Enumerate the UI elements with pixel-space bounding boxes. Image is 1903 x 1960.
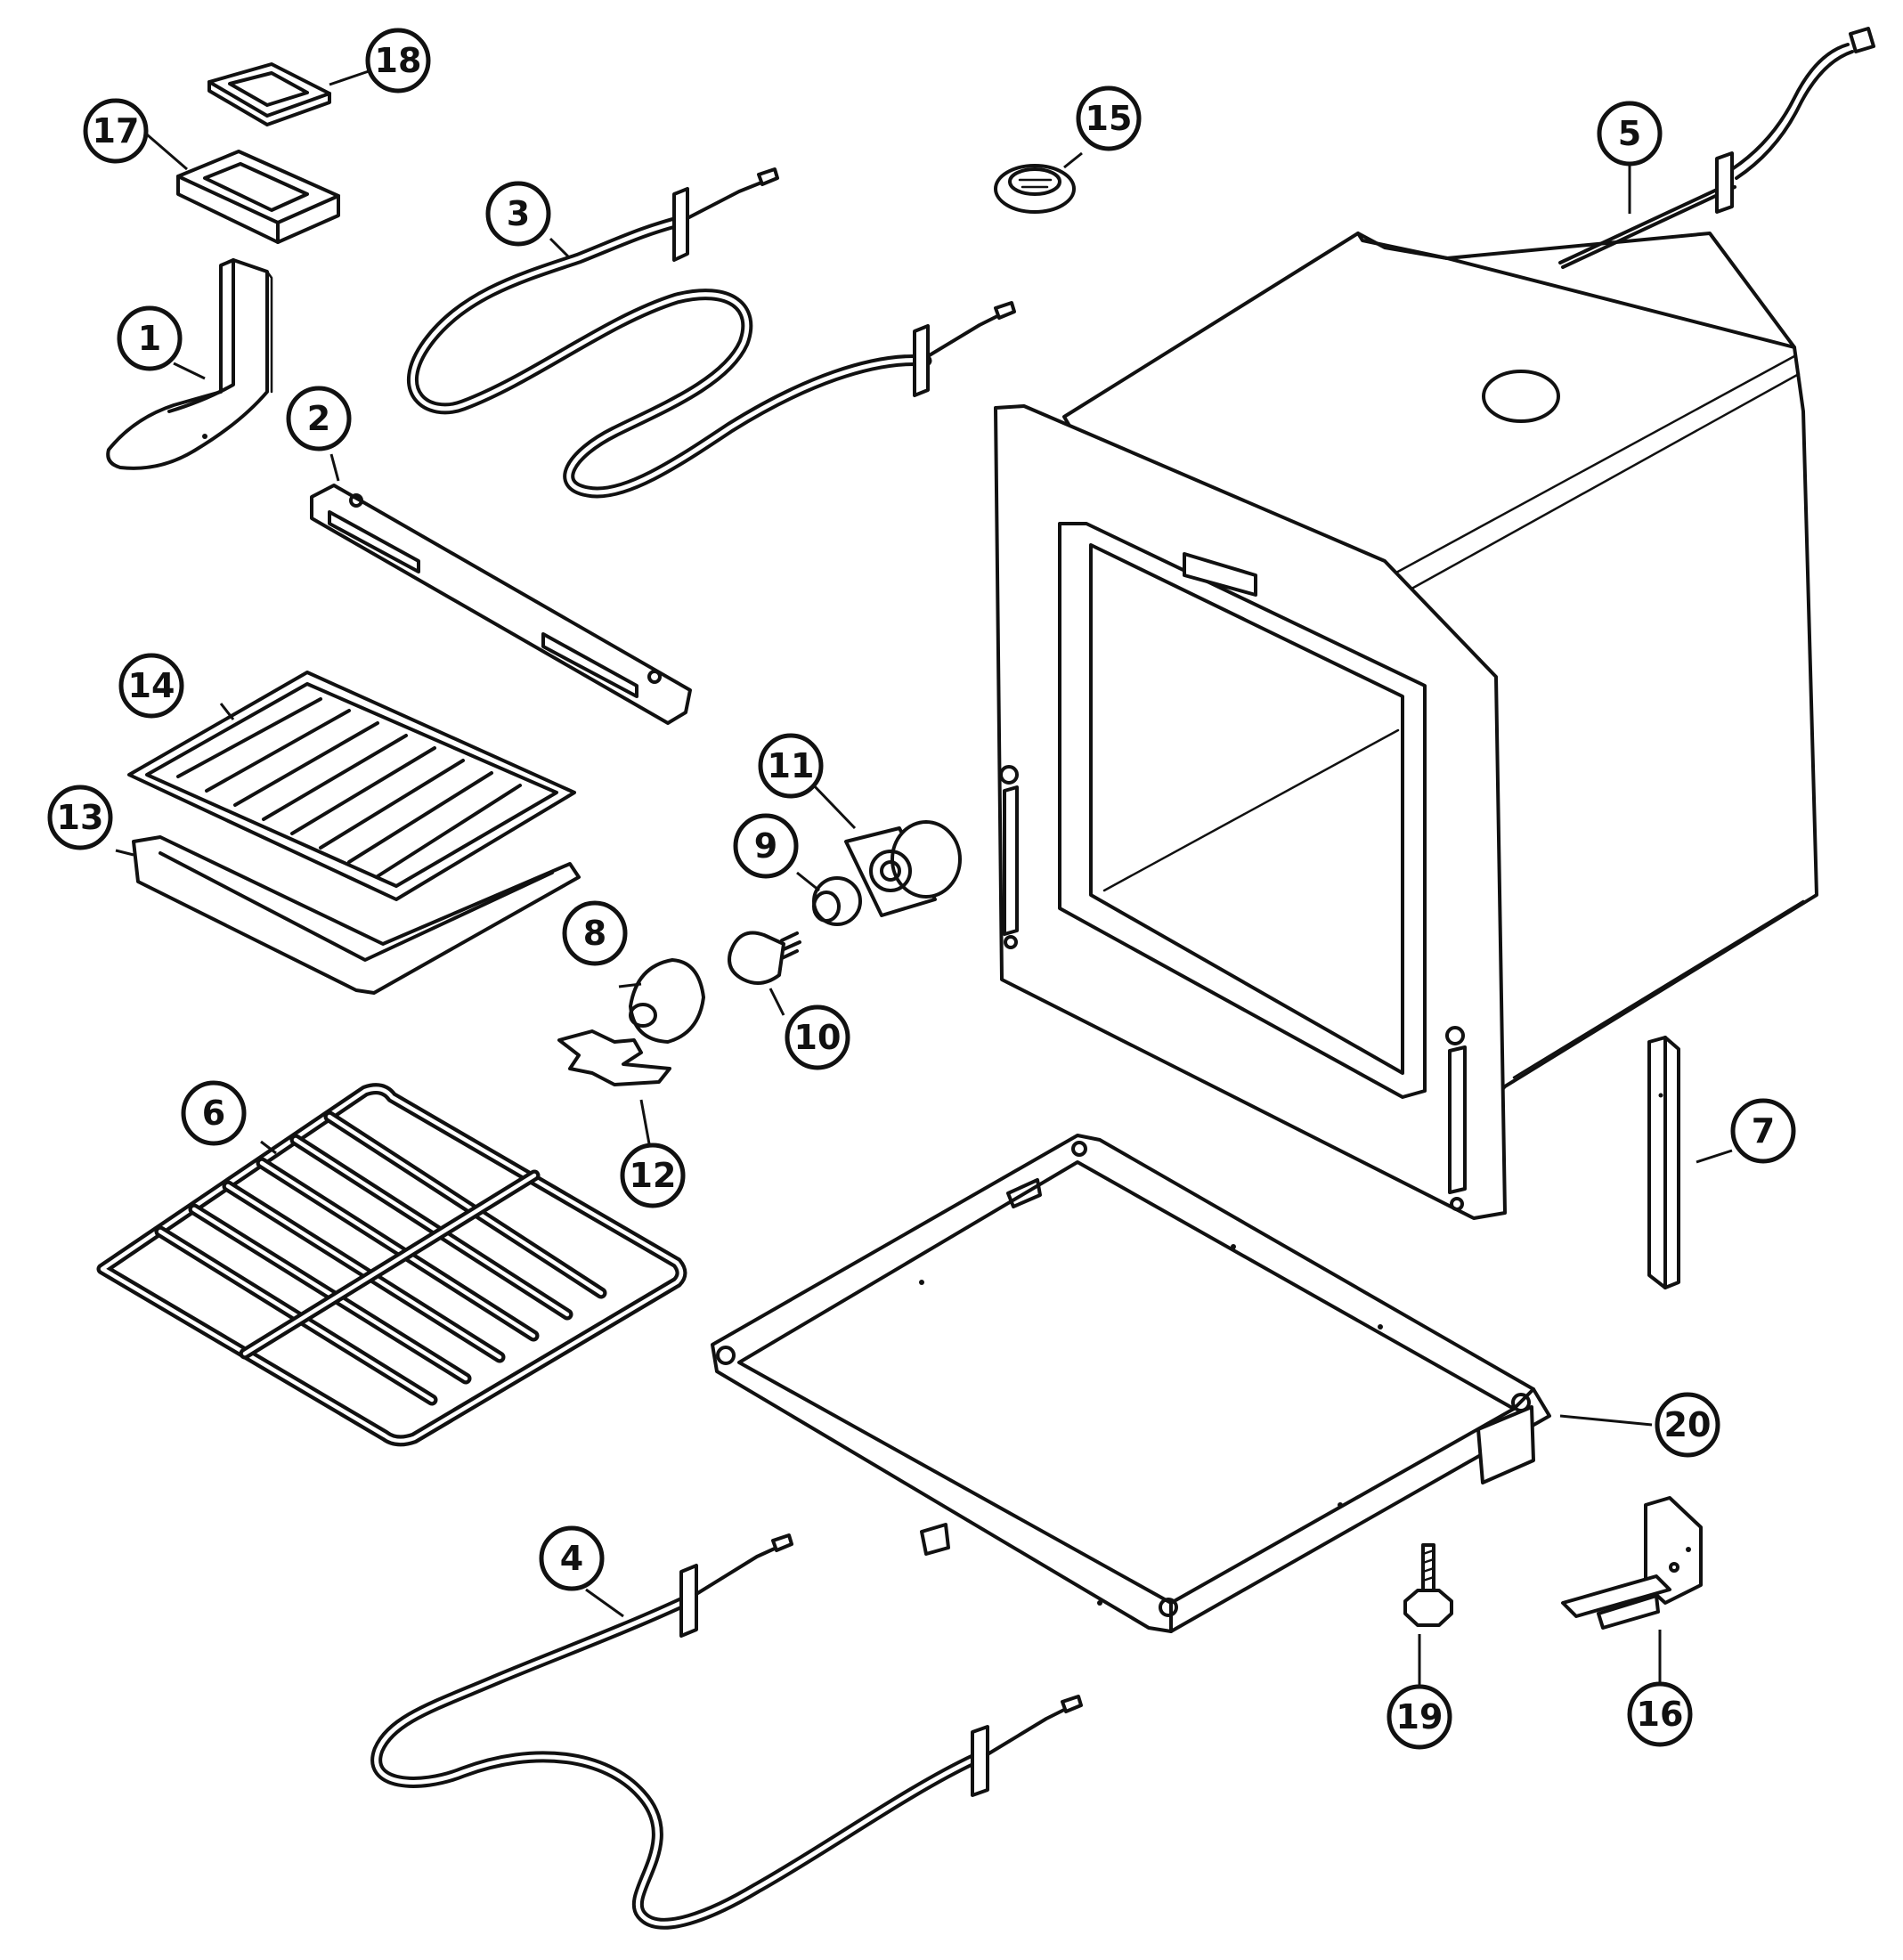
callout-13: 13 — [47, 785, 113, 850]
callout-label-11: 11 — [768, 746, 815, 785]
part-16-bracket — [1561, 1496, 1703, 1630]
part-5-sensor — [1558, 27, 1875, 269]
callout-1: 1 — [117, 305, 183, 371]
part-2-rack-support — [310, 484, 692, 725]
callout-label-15: 15 — [1086, 99, 1133, 138]
callout-6: 6 — [181, 1080, 247, 1146]
callout-4: 4 — [539, 1525, 605, 1591]
part-1-duct — [106, 258, 273, 470]
callout-19: 19 — [1387, 1684, 1452, 1750]
callout-label-6: 6 — [202, 1094, 225, 1133]
part-18-gasket — [207, 62, 331, 126]
part-7-trim — [1647, 1036, 1680, 1289]
callout-label-4: 4 — [560, 1539, 583, 1578]
part-3-broil-element — [406, 167, 1016, 499]
callout-label-18: 18 — [375, 41, 422, 80]
leader-lines — [115, 69, 1733, 1686]
callout-7: 7 — [1730, 1098, 1796, 1164]
callout-17: 17 — [83, 98, 149, 164]
part-8-lens-cover — [629, 958, 705, 1044]
part-4-bake-element — [370, 1533, 1083, 1930]
callout-5: 5 — [1597, 101, 1663, 167]
callout-label-7: 7 — [1752, 1111, 1775, 1151]
part-14-broiler-grid — [127, 671, 576, 901]
callout-2: 2 — [286, 386, 352, 451]
part-9-socket — [812, 876, 862, 926]
callout-label-8: 8 — [583, 914, 606, 953]
callout-label-9: 9 — [754, 826, 777, 866]
callout-label-14: 14 — [128, 666, 175, 705]
part-10-bulb — [728, 931, 801, 985]
callout-label-1: 1 — [138, 319, 161, 358]
part-13-broiler-pan — [132, 835, 581, 995]
callout-11: 11 — [758, 733, 824, 799]
callout-label-20: 20 — [1664, 1405, 1712, 1444]
callout-label-16: 16 — [1637, 1695, 1684, 1734]
part-6-oven-rack — [96, 1083, 687, 1447]
callout-label-2: 2 — [307, 399, 330, 438]
callout-label-5: 5 — [1618, 114, 1641, 153]
callout-10: 10 — [785, 1004, 850, 1070]
callout-label-3: 3 — [507, 194, 530, 233]
callout-16: 16 — [1627, 1681, 1693, 1747]
callout-label-17: 17 — [93, 111, 140, 150]
callout-label-12: 12 — [630, 1156, 677, 1195]
callout-12: 12 — [620, 1143, 686, 1208]
callout-8: 8 — [562, 900, 628, 966]
rack-wires — [154, 1110, 607, 1406]
callout-3: 3 — [485, 181, 551, 247]
callout-label-13: 13 — [57, 798, 104, 837]
part-19-leveling-leg — [1403, 1543, 1453, 1627]
part-15-plug — [994, 164, 1076, 214]
part-12-clip — [557, 1029, 671, 1086]
part-17-vent-block — [176, 150, 340, 244]
oven-cavity — [994, 232, 1818, 1220]
callout-label-10: 10 — [794, 1018, 842, 1057]
callout-14: 14 — [118, 653, 184, 719]
callout-label-19: 19 — [1396, 1697, 1444, 1736]
callout-15: 15 — [1076, 85, 1142, 151]
callout-9: 9 — [733, 813, 799, 879]
callout-18: 18 — [365, 28, 431, 94]
part-20-oven-bottom — [711, 1134, 1551, 1633]
callout-20: 20 — [1655, 1392, 1720, 1458]
part-11-light-socket — [844, 820, 962, 917]
